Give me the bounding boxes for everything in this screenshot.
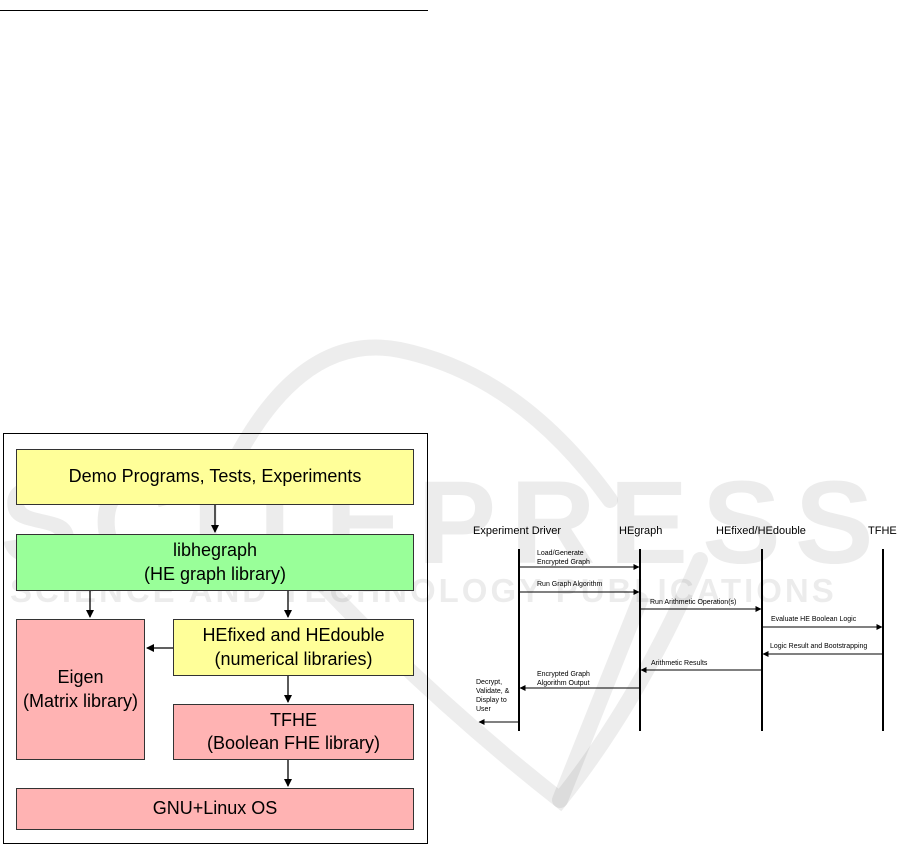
message-label-load-graph: Load/Generate Encrypted Graph <box>537 549 590 567</box>
message-label-line: Logic Result and Bootstrapping <box>770 643 868 650</box>
message-label-arithmetic-results: Arithmetic Results <box>651 659 707 668</box>
top-rule <box>0 10 428 11</box>
tfhe-subtitle: (Boolean FHE library) <box>206 733 381 753</box>
participant-tfhe: TFHE <box>868 525 897 537</box>
message-label-display-to-user: Decrypt, Validate, & Display to User <box>476 678 509 714</box>
message-label-algorithm-output: Encrypted Graph Algorithm Output <box>537 670 590 688</box>
demo-programs-label: Demo Programs, Tests, Experiments <box>68 466 362 487</box>
gnu-linux-os-label: GNU+Linux OS <box>152 798 278 819</box>
libhegraph-subtitle: (HE graph library) <box>143 563 287 584</box>
gnu-linux-os-box: GNU+Linux OS <box>16 788 414 830</box>
message-label-line: Display to <box>476 697 507 704</box>
participant-hegraph: HEgraph <box>619 525 663 537</box>
hefixed-title: HEfixed and HEdouble <box>202 625 385 646</box>
tfhe-title: TFHE <box>270 709 317 730</box>
message-label-line: Evaluate HE Boolean Logic <box>771 616 857 623</box>
participant-hefixed-hedouble: HEfixed/HEdouble <box>716 525 806 537</box>
message-label-evaluate-logic: Evaluate HE Boolean Logic <box>771 615 856 624</box>
message-label-run-arithmetic: Run Arithmetic Operation(s) <box>650 598 736 607</box>
message-label-line: Encrypted Graph <box>537 559 590 566</box>
eigen-title: Eigen <box>57 667 104 688</box>
message-label-line: User <box>476 706 491 713</box>
participant-experiment-driver: Experiment Driver <box>473 525 562 537</box>
architecture-diagram-frame <box>3 433 428 844</box>
tfhe-box: TFHE (Boolean FHE library) <box>173 704 414 760</box>
message-label-line: Run Arithmetic Operation(s) <box>650 599 737 606</box>
demo-programs-box: Demo Programs, Tests, Experiments <box>16 449 414 505</box>
eigen-box: Eigen (Matrix library) <box>16 619 145 760</box>
message-label-line: Algorithm Output <box>537 680 590 687</box>
message-label-line: Encrypted Graph <box>537 671 590 678</box>
message-label-line: Load/Generate <box>537 550 584 557</box>
libhegraph-title: libhegraph <box>172 540 258 561</box>
hefixed-hedouble-box: HEfixed and HEdouble (numerical librarie… <box>173 619 414 676</box>
message-label-logic-result: Logic Result and Bootstrapping <box>770 642 867 651</box>
message-label-run-algorithm: Run Graph Algorithm <box>537 580 602 589</box>
libhegraph-box: libhegraph (HE graph library) <box>16 534 414 591</box>
message-label-line: Run Graph Algorithm <box>537 581 603 588</box>
message-label-line: Validate, & <box>476 688 510 695</box>
message-label-line: Decrypt, <box>476 679 503 686</box>
hefixed-subtitle: (numerical libraries) <box>214 648 373 669</box>
message-label-line: Arithmetic Results <box>651 660 708 667</box>
eigen-subtitle: (Matrix library) <box>23 690 138 711</box>
